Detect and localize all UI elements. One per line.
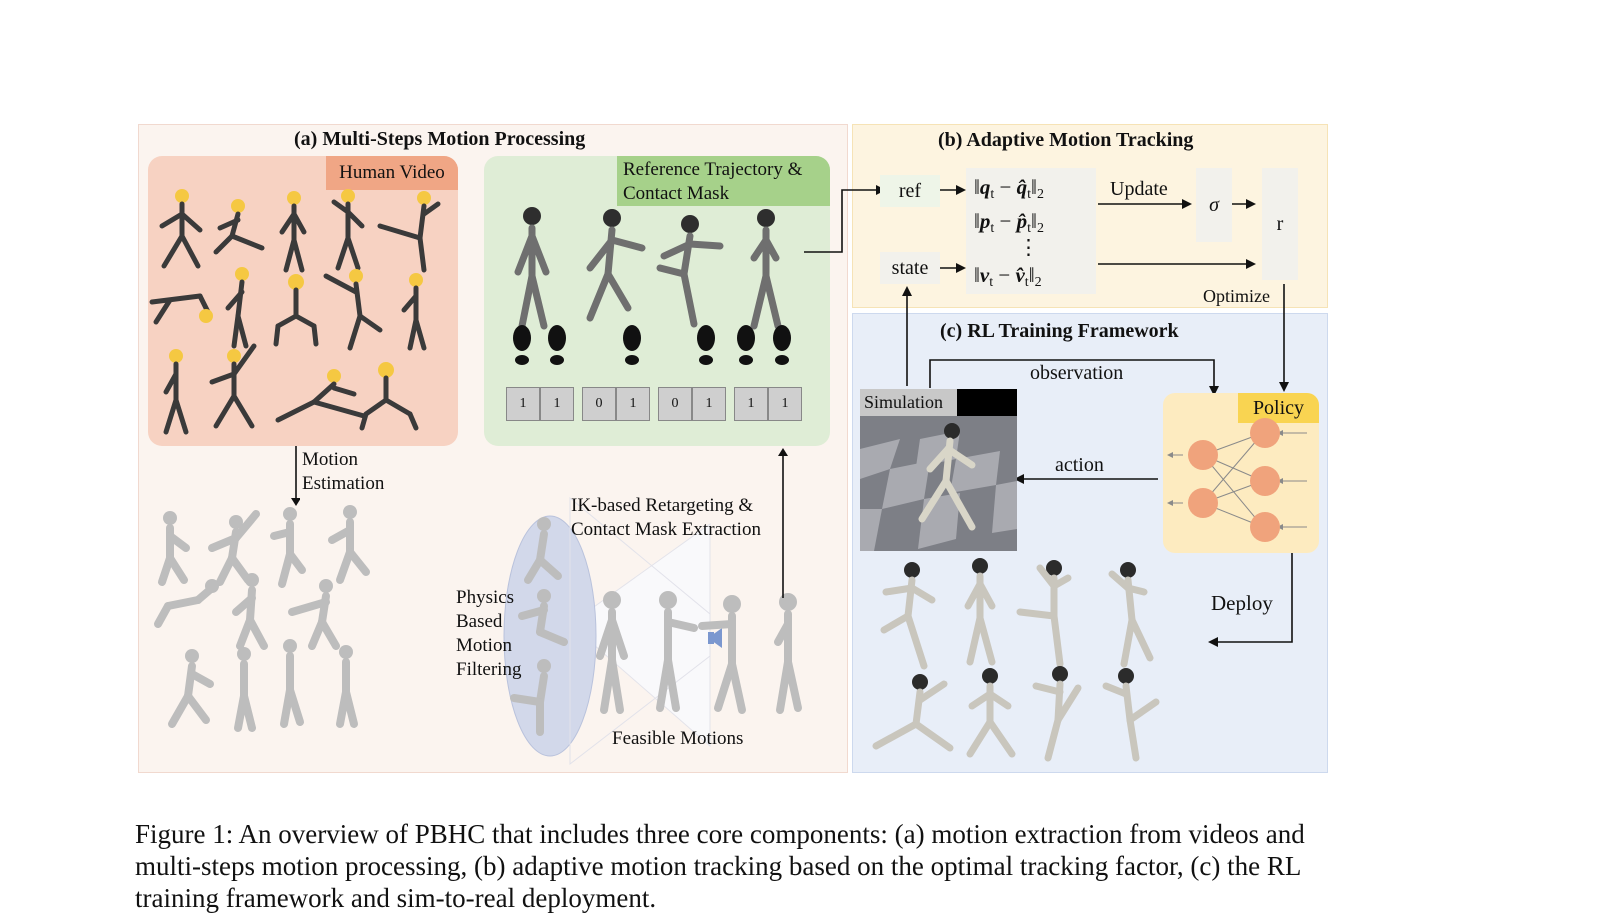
observation-label: observation [1030, 362, 1124, 384]
contact-mask-cell: 1 [540, 387, 574, 421]
contact-mask-cell: 1 [616, 387, 650, 421]
feasible-motions-label: Feasible Motions [612, 728, 744, 749]
sigma-box: σ [1196, 168, 1232, 242]
tracking-error-terms: ‖qt − q̂t‖2 ‖pt − p̂t‖2 ⋮ ‖vt − v̂t‖2 [974, 175, 1044, 290]
action-label: action [1055, 454, 1104, 476]
reference-label: Reference Trajectory & Contact Mask [617, 156, 830, 206]
contact-mask-cell: 1 [768, 387, 802, 421]
policy-network [1167, 418, 1307, 542]
contact-mask-cell: 1 [734, 387, 768, 421]
retargeting-arrow [778, 448, 788, 598]
robot-reference-poses [513, 207, 791, 365]
panel-c-arrows [929, 359, 1293, 647]
update-label: Update [1110, 178, 1168, 200]
simulation-label: Simulation [860, 389, 957, 416]
panel-b-arrows [804, 185, 1289, 392]
svg-text:⋮: ⋮ [1018, 235, 1039, 259]
retargeting-label: IK-based Retargeting & Contact Mask Extr… [571, 495, 761, 540]
physics-filter-label: Physics Based Motion Filtering [456, 587, 522, 680]
estimated-motion-figures [154, 496, 802, 766]
svg-text:‖qt − q̂t‖2: ‖qt − q̂t‖2 [974, 175, 1044, 202]
deploy-label: Deploy [1211, 591, 1273, 615]
svg-text:‖vt − v̂t‖2: ‖vt − v̂t‖2 [974, 263, 1042, 290]
contact-mask-cell: 0 [582, 387, 616, 421]
motion-estimation-label: Motion Estimation [302, 449, 385, 494]
tracking-error-box [966, 168, 1096, 294]
human-video-label: Human Video [326, 156, 458, 190]
r-box: r [1262, 168, 1298, 280]
svg-text:‖pt − p̂t‖2: ‖pt − p̂t‖2 [974, 209, 1044, 236]
policy-label: Policy [1238, 393, 1319, 423]
state-label: state [880, 252, 940, 284]
panel-c-title: (c) RL Training Framework [940, 320, 1179, 342]
contact-mask-cell: 1 [692, 387, 726, 421]
contact-mask-cell: 0 [658, 387, 692, 421]
optimize-label: Optimize [1203, 286, 1270, 306]
motion-estimation-arrow [291, 446, 300, 506]
panel-b-title: (b) Adaptive Motion Tracking [938, 129, 1194, 151]
human-video-box [148, 156, 458, 446]
contact-mask-cell: 1 [506, 387, 540, 421]
human-video-figures [149, 189, 441, 435]
ref-label: ref [880, 175, 940, 207]
figure-caption: Figure 1: An overview of PBHC that inclu… [135, 819, 1305, 913]
simulation-view [860, 389, 1017, 551]
deployed-robots [872, 558, 1160, 762]
panel-a-title: (a) Multi-Steps Motion Processing [294, 128, 586, 150]
